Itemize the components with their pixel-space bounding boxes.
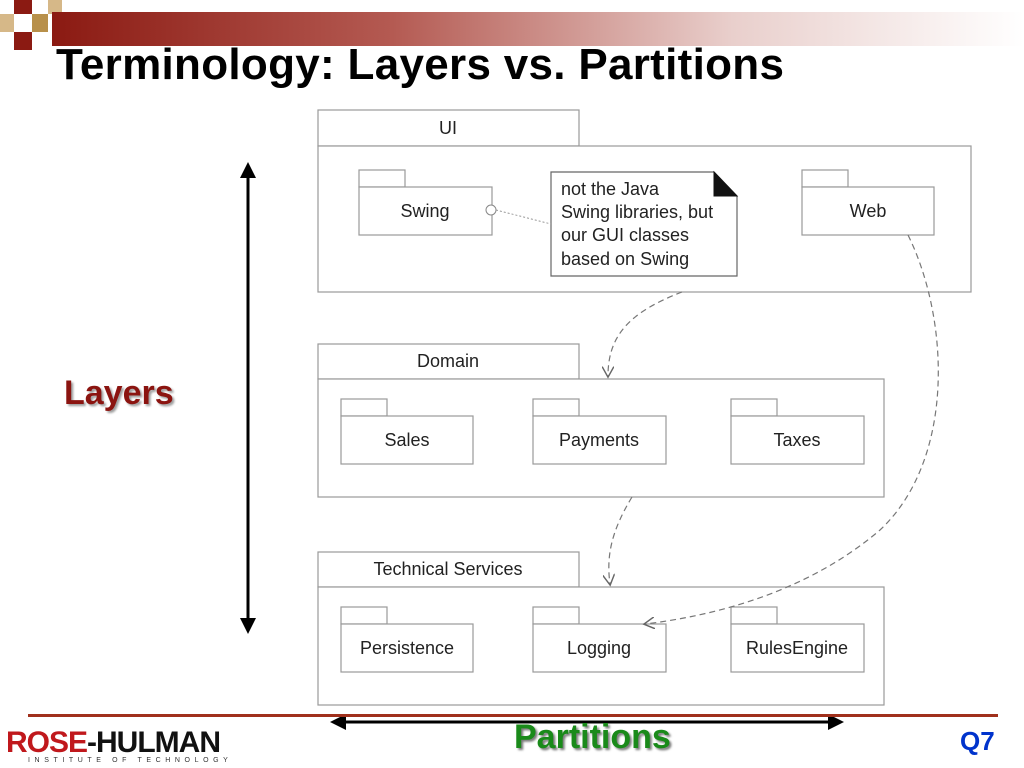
logo-hulman: -HULMAN <box>87 726 221 759</box>
footer-line <box>28 714 998 717</box>
slide-title: Terminology: Layers vs. Partitions <box>56 40 785 89</box>
partitions-label: Partitions <box>514 718 671 756</box>
note-line-3: our GUI classes <box>561 225 689 245</box>
package-sales-label: Sales <box>384 430 429 450</box>
package-persistence: Persistence <box>340 606 474 673</box>
layers-label: Layers <box>64 374 174 412</box>
layer-ui: UI Swing Web not the Java Swing librarie… <box>317 109 972 293</box>
package-taxes-label: Taxes <box>773 430 820 450</box>
layer-technical-services: Technical Services Persistence Logging R… <box>317 551 885 706</box>
package-rulesengine: RulesEngine <box>730 606 865 673</box>
package-rulesengine-label: RulesEngine <box>746 638 848 658</box>
package-persistence-label: Persistence <box>360 638 454 658</box>
logo-rose: ROSE <box>6 726 88 759</box>
layer-technical-services-label: Technical Services <box>373 559 522 579</box>
rose-hulman-logo: ROSE-HULMAN <box>6 726 221 760</box>
note-line-4: based on Swing <box>561 249 689 269</box>
note-connector <box>495 209 552 225</box>
title-bar-gradient <box>52 12 1024 46</box>
note-line-2: Swing libraries, but <box>561 202 713 222</box>
layer-domain: Domain Sales Payments Taxes <box>317 343 885 498</box>
layers-arrow <box>240 162 256 634</box>
layer-domain-tab <box>317 343 580 380</box>
package-web-label: Web <box>850 201 887 221</box>
package-payments-label: Payments <box>559 430 639 450</box>
note: not the Java Swing libraries, but our GU… <box>550 170 739 277</box>
logo-subtitle: INSTITUTE OF TECHNOLOGY <box>28 757 233 764</box>
package-taxes: Taxes <box>730 398 865 465</box>
question-label: Q7 <box>960 726 995 756</box>
layer-ui-label: UI <box>439 118 457 138</box>
package-logging-label: Logging <box>567 638 631 658</box>
package-web: Web <box>801 169 935 236</box>
dependency-ui-to-domain <box>608 291 683 376</box>
dependency-domain-to-technical <box>609 496 633 584</box>
note-anchor-circle <box>485 204 497 216</box>
partitions-arrow <box>330 714 844 730</box>
layer-domain-label: Domain <box>417 351 479 371</box>
layer-technical-services-tab <box>317 551 580 588</box>
note-line-1: not the Java <box>561 179 660 199</box>
package-logging: Logging <box>532 606 667 673</box>
package-payments: Payments <box>532 398 667 465</box>
package-swing: Swing <box>358 169 493 236</box>
dependency-web-to-logging <box>645 234 939 624</box>
package-swing-label: Swing <box>400 201 449 221</box>
package-sales: Sales <box>340 398 474 465</box>
